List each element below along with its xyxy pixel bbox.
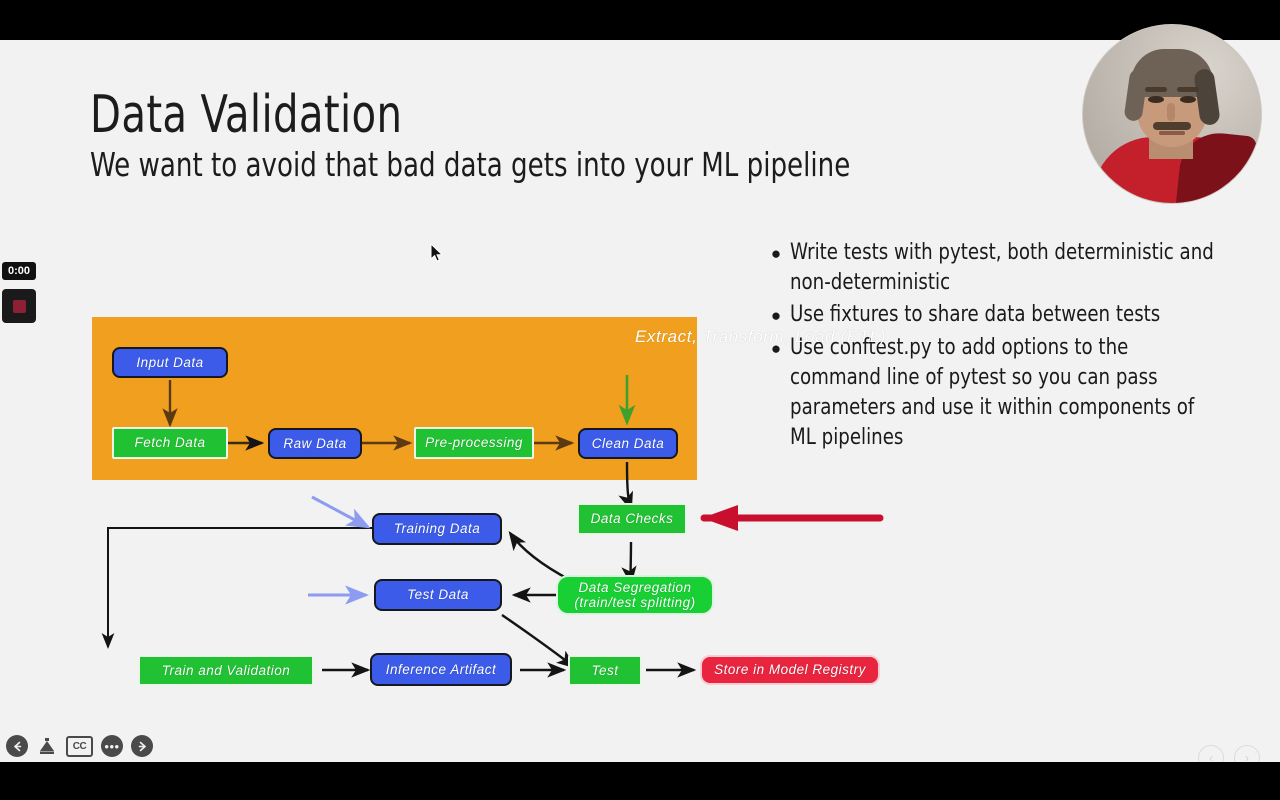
letterbox-top	[0, 0, 1280, 40]
webcam-eye-right	[1180, 96, 1196, 103]
node-input-data: Input Data	[112, 347, 228, 378]
webcam-eyebrow-right	[1177, 87, 1199, 92]
stop-square-icon	[12, 299, 26, 313]
node-raw-data: Raw Data	[268, 428, 362, 459]
node-data-checks: Data Checks	[577, 503, 687, 535]
webcam-moustache	[1153, 122, 1191, 130]
bullet-list: ● Write tests with pytest, both determin…	[762, 238, 1252, 455]
webcam-nose	[1167, 103, 1175, 121]
pen-tool-icon	[40, 738, 54, 754]
diagram-arrows	[101, 375, 884, 678]
node-training-data: Training Data	[372, 513, 502, 545]
closed-captions-button[interactable]: CC	[66, 735, 93, 757]
back-arrow-icon	[6, 735, 28, 757]
node-train-and-validation: Train and Validation	[138, 655, 314, 686]
recording-timer: 0:00	[2, 262, 36, 280]
node-inference-artifact: Inference Artifact	[370, 653, 512, 686]
bullet-text: Use fixtures to share data between tests	[790, 302, 1161, 327]
slide-canvas: Data Validation We want to avoid that ba…	[0, 40, 1280, 771]
mouse-cursor	[430, 243, 444, 262]
presenter-webcam[interactable]	[1082, 24, 1262, 204]
webcam-eyebrow-left	[1145, 87, 1167, 92]
list-item: ● Use conftest.py to add options to the …	[762, 333, 1252, 453]
pen-tool-button[interactable]	[36, 735, 58, 757]
list-item: ● Write tests with pytest, both determin…	[762, 238, 1252, 298]
node-clean-data: Clean Data	[578, 428, 678, 459]
page-subtitle: We want to avoid that bad data gets into…	[90, 145, 851, 184]
bullet-dot-icon: ●	[770, 244, 782, 263]
ml-pipeline-diagram: Extract, Transform, Load (ETL)	[90, 275, 900, 705]
bullet-text: Write tests with pytest, both determinis…	[790, 240, 1214, 295]
node-data-segregation-line2: (train/test splitting)	[574, 595, 696, 610]
letterbox-bottom	[0, 762, 1280, 800]
node-fetch-data: Fetch Data	[112, 427, 228, 459]
forward-arrow-icon	[131, 735, 153, 757]
node-test: Test	[568, 655, 642, 686]
more-options-button[interactable]: •••	[101, 735, 123, 757]
bullet-text: Use conftest.py to add options to the co…	[790, 335, 1195, 450]
player-controls: CC •••	[6, 735, 153, 757]
bullet-dot-icon: ●	[770, 306, 782, 325]
back-arrow-button[interactable]	[6, 735, 28, 757]
forward-arrow-button[interactable]	[131, 735, 153, 757]
page-title: Data Validation	[90, 85, 403, 145]
bullet-dot-icon: ●	[770, 339, 782, 358]
node-pre-processing: Pre-processing	[414, 427, 534, 459]
webcam-eye-left	[1148, 96, 1164, 103]
stop-recording-button[interactable]	[2, 289, 36, 323]
etl-panel-label: Extract, Transform, Load (ETL)	[634, 327, 886, 346]
node-store-in-model-registry: Store in Model Registry	[700, 655, 880, 685]
webcam-mouth	[1159, 131, 1185, 135]
more-options-dots: •••	[104, 738, 120, 754]
list-item: ● Use fixtures to share data between tes…	[762, 300, 1252, 331]
node-data-segregation: Data Segregation (train/test splitting)	[556, 575, 714, 615]
more-options-icon: •••	[101, 735, 123, 757]
node-test-data: Test Data	[374, 579, 502, 611]
node-data-segregation-line1: Data Segregation	[578, 579, 692, 595]
